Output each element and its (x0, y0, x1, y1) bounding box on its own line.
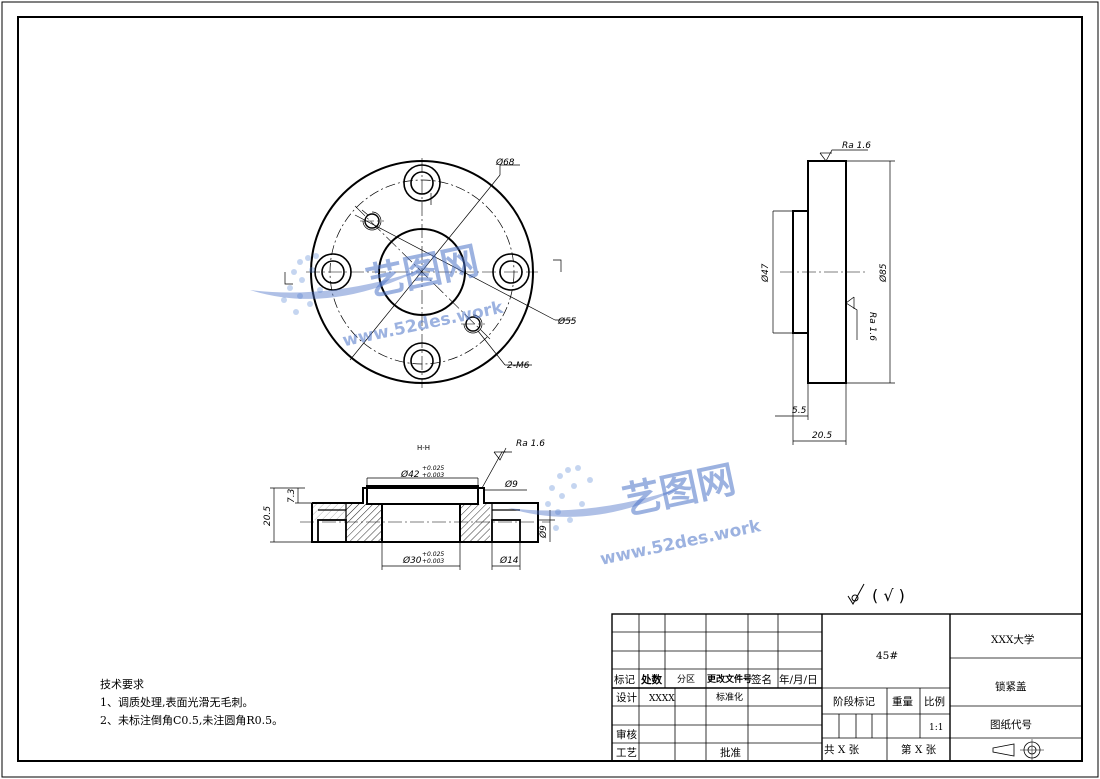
tb-standardize-label: 标准化 (716, 691, 743, 703)
notes-item-1: 1、调质处理,表面光滑无毛刺。 (100, 696, 254, 709)
dim-d55: Ø55 (557, 316, 577, 327)
tb-stage-label: 阶段标记 (833, 695, 875, 708)
dim-d30-tol-lower: +0.003 (422, 558, 444, 565)
tb-process-label: 工艺 (616, 747, 637, 759)
dim-d9-top: Ø9 (504, 479, 518, 490)
watermark-url-right: www.52des.work (598, 516, 763, 570)
dim-ra-side: Ra 1.6 (867, 312, 877, 341)
dim-20-5-side: 20.5 (812, 431, 832, 441)
tb-university: XXX大学 (991, 633, 1034, 646)
tb-header-mark: 标记 (614, 674, 635, 686)
inner-frame (17, 16, 1083, 762)
tb-approve-label: 批准 (720, 746, 741, 759)
tb-part-name: 锁紧盖 (995, 680, 1027, 693)
tb-weight-label: 重量 (892, 695, 913, 708)
dim-d9-side: Ø9 (538, 525, 549, 539)
tb-sheet-number: 第 X 张 (901, 743, 937, 756)
dim-d47: Ø47 (760, 263, 771, 283)
watermark-brand-left: 艺图网 (362, 238, 483, 305)
tb-total-sheets: 共 X 张 (824, 744, 860, 756)
roughness-general: ( √ ) (872, 586, 905, 605)
technical-requirements: 技术要求 1、调质处理,表面光滑无毛刺。 2、未标注倒角C0.5,未注圆角R0.… (100, 676, 283, 730)
tb-scale-value: 1:1 (929, 723, 943, 733)
dim-d85: Ø85 (878, 263, 889, 283)
tb-header-change: 更改文件号 (707, 673, 752, 685)
dim-7-3: 7.3 (287, 488, 297, 503)
tb-header-date: 年/月/日 (779, 673, 818, 686)
dim-20-5-section: 20.5 (263, 506, 273, 526)
watermark-left: 艺图网 www.52des.work (250, 238, 505, 351)
notes-title: 技术要求 (100, 678, 144, 691)
dim-d42: Ø42 (400, 469, 420, 480)
dim-d42-tol-upper: +0.025 (422, 465, 444, 472)
dim-d30-tol-upper: +0.025 (422, 551, 444, 558)
section-view (270, 447, 555, 570)
section-mark: H-H (417, 444, 430, 452)
watermark-right: 艺图网 www.52des.work (508, 457, 763, 570)
dim-d42-tol-lower: +0.003 (422, 472, 444, 479)
tb-design-label: 设计 (616, 691, 637, 704)
tb-review-label: 审核 (616, 728, 637, 741)
dim-5-5: 5.5 (792, 406, 807, 416)
tb-header-count: 处数 (640, 673, 662, 686)
tb-header-zone: 分区 (677, 674, 695, 685)
side-view (772, 149, 895, 445)
tb-design-name: XXXX (649, 694, 675, 704)
tb-scale-label: 比例 (924, 695, 945, 708)
tb-header-sign: 签名 (751, 673, 772, 686)
dim-ra-top: Ra 1.6 (842, 141, 871, 151)
title-block (611, 613, 1083, 762)
dim-d30: Ø30 (402, 555, 422, 566)
dim-d68: Ø68 (495, 157, 515, 168)
dim-ra-section: Ra 1.6 (516, 439, 545, 449)
front-view (284, 158, 575, 388)
tb-drawing-no-label: 图纸代号 (990, 718, 1032, 731)
dim-d14: Ø14 (499, 555, 519, 566)
roughness-symbol (847, 583, 865, 605)
tb-material: 45# (876, 650, 898, 662)
notes-item-2: 2、未标注倒角C0.5,未注圆角R0.5。 (100, 714, 284, 727)
dim-thread: 2-M6 (507, 361, 530, 371)
watermark-brand-right: 艺图网 (619, 457, 740, 524)
